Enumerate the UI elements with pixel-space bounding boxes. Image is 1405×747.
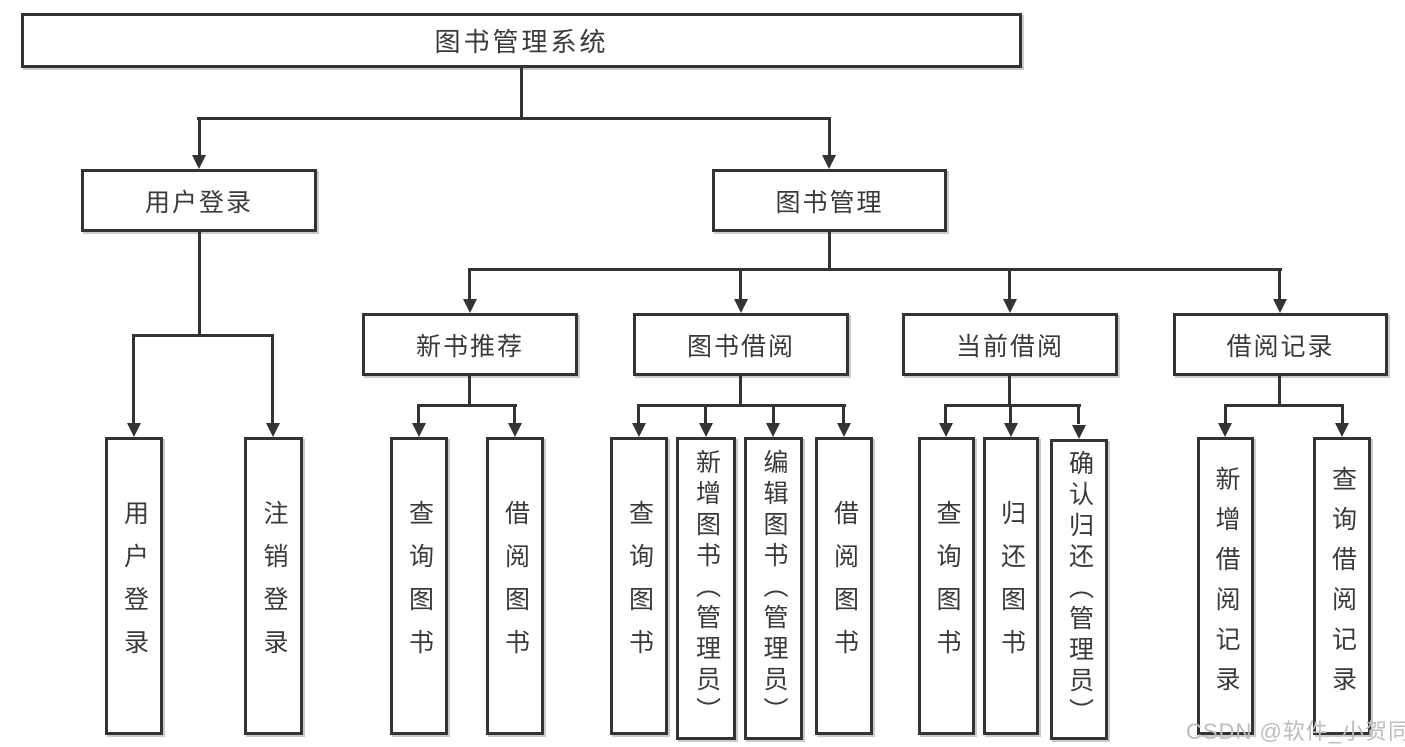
connector-book-borrow-stem xyxy=(739,376,742,407)
connector-root-stem xyxy=(520,68,523,120)
leaf-label: 查询图书 xyxy=(933,500,961,672)
leaf-label: 归还图书 xyxy=(997,500,1026,672)
arrowhead-leaf xyxy=(1072,425,1086,439)
leaf-label: 查询图书 xyxy=(625,500,654,672)
node-label: 新书推荐 xyxy=(415,332,524,361)
connector-to-current-borrow xyxy=(1008,268,1011,300)
arrowhead-leaf xyxy=(632,423,646,437)
connector-leaf-stem xyxy=(417,404,420,424)
node-label: 用户登录 xyxy=(144,188,253,217)
connector-book-management-horizontal xyxy=(468,268,1282,271)
leaf-label: 借阅图书 xyxy=(830,500,859,672)
leaf-logout: 注销登录 xyxy=(244,437,303,735)
leaf-return-books: 归还图书 xyxy=(983,437,1039,735)
leaf-label: 注销登录 xyxy=(260,500,288,672)
leaf-confirm-return-admin: 确认归还（管理员） xyxy=(1050,439,1108,740)
leaf-user-login: 用户登录 xyxy=(105,437,163,735)
arrowhead-leaf xyxy=(766,423,780,437)
connector-leaf-stem xyxy=(772,404,775,424)
leaf-label: 用户登录 xyxy=(120,500,149,672)
arrowhead-logout-leaf xyxy=(266,423,280,437)
connector-to-user-login xyxy=(198,117,201,155)
leaf-borrow-books: 借阅图书 xyxy=(815,437,873,735)
node-current-borrow: 当前借阅 xyxy=(902,313,1118,376)
connector-leaf-stem xyxy=(1224,404,1227,424)
connector-current-borrow-horizontal xyxy=(944,404,1081,407)
leaf-label: 确认归还（管理员） xyxy=(1065,450,1094,729)
arrowhead-leaf xyxy=(412,423,426,437)
connector-user-login-stem xyxy=(198,232,201,337)
connector-leaf-stem xyxy=(637,404,640,424)
connector-borrow-records-stem xyxy=(1278,376,1281,407)
connector-to-login-leaf xyxy=(132,334,135,424)
arrowhead-leaf xyxy=(1004,423,1018,437)
node-label: 当前借阅 xyxy=(955,332,1064,361)
node-label: 图书管理 xyxy=(775,188,884,217)
connector-to-book-borrow xyxy=(739,268,742,300)
arrowhead-leaf xyxy=(508,423,522,437)
connector-leaf-stem xyxy=(1009,404,1012,424)
connector-user-login-horizontal xyxy=(133,334,274,337)
connector-leaf-stem xyxy=(1077,404,1080,424)
connector-current-borrow-stem xyxy=(1008,376,1011,407)
connector-leaf-stem xyxy=(1341,404,1344,424)
connector-root-horizontal xyxy=(197,117,831,120)
arrowhead-login-leaf xyxy=(127,423,141,437)
leaf-label: 编辑图书（管理员） xyxy=(760,449,788,728)
connector-new-book-horizontal xyxy=(417,404,517,407)
leaf-query-books: 查询图书 xyxy=(918,437,975,735)
connector-leaf-stem xyxy=(944,404,947,424)
leaf-label: 借阅图书 xyxy=(501,500,530,672)
arrowhead-current-borrow xyxy=(1003,299,1017,313)
connector-to-new-book xyxy=(468,268,471,300)
leaf-query-books: 查询图书 xyxy=(390,437,448,735)
node-label: 借阅记录 xyxy=(1226,332,1335,361)
leaf-label: 新增图书（管理员） xyxy=(692,449,721,728)
node-user-login: 用户登录 xyxy=(81,169,317,232)
node-library-management-system: 图书管理系统 xyxy=(21,13,1022,68)
leaf-query-books: 查询图书 xyxy=(610,437,668,735)
leaf-borrow-books: 借阅图书 xyxy=(486,437,544,735)
connector-to-book-management xyxy=(828,117,831,155)
leaf-add-books-admin: 新增图书（管理员） xyxy=(676,437,736,740)
connector-borrow-records-horizontal xyxy=(1224,404,1344,407)
csdn-watermark: CSDN @软件_小贺同学 xyxy=(1186,719,1405,744)
connector-new-book-stem xyxy=(468,376,471,407)
connector-book-management-stem xyxy=(828,232,831,271)
leaf-label: 查询借阅记录 xyxy=(1328,466,1357,706)
leaf-label: 查询图书 xyxy=(405,500,434,672)
arrowhead-book-management xyxy=(822,155,836,169)
arrowhead-book-borrow xyxy=(734,299,748,313)
connector-to-logout-leaf xyxy=(271,334,274,424)
node-book-borrow: 图书借阅 xyxy=(633,313,849,376)
connector-book-borrow-horizontal xyxy=(637,404,846,407)
leaf-edit-books-admin: 编辑图书（管理员） xyxy=(744,437,803,740)
arrowhead-leaf xyxy=(699,423,713,437)
node-borrow-records: 借阅记录 xyxy=(1173,313,1388,376)
node-label: 图书借阅 xyxy=(686,332,795,361)
arrowhead-leaf xyxy=(1335,423,1349,437)
connector-leaf-stem xyxy=(842,404,845,424)
node-label: 图书管理系统 xyxy=(434,27,609,57)
arrowhead-new-book xyxy=(463,299,477,313)
arrowhead-user-login xyxy=(192,155,206,169)
arrowhead-leaf xyxy=(837,423,851,437)
connector-leaf-stem xyxy=(704,404,707,424)
connector-leaf-stem xyxy=(513,404,516,424)
arrowhead-borrow-records xyxy=(1273,299,1287,313)
leaf-label: 新增借阅记录 xyxy=(1212,466,1240,706)
node-book-management: 图书管理 xyxy=(712,169,947,232)
arrowhead-leaf xyxy=(1218,423,1232,437)
leaf-query-borrow-record: 查询借阅记录 xyxy=(1313,437,1371,735)
connector-to-borrow-records xyxy=(1278,268,1281,300)
leaf-add-borrow-record: 新增借阅记录 xyxy=(1197,437,1254,735)
node-new-book-recommend: 新书推荐 xyxy=(362,313,578,376)
arrowhead-leaf xyxy=(939,423,953,437)
